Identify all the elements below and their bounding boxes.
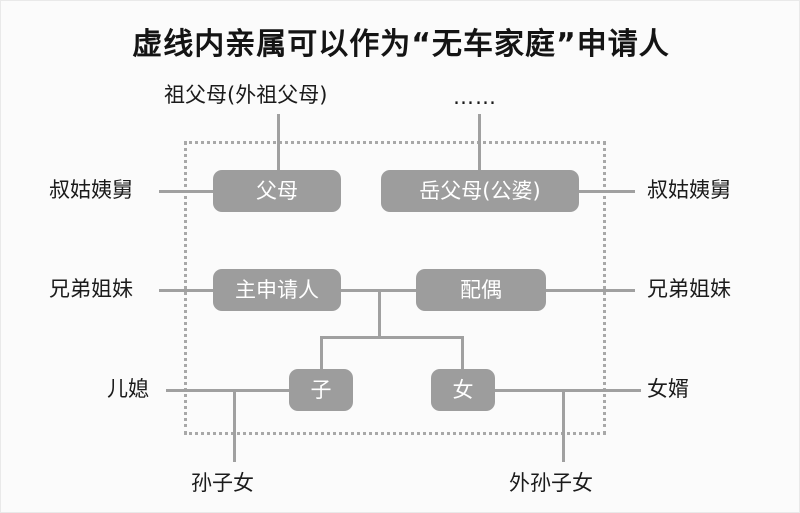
label-ellipsis: …… <box>453 85 497 109</box>
node-parents[interactable]: 父母 <box>213 170 341 212</box>
connector-ellipsis-to-parents-in-law <box>478 114 481 172</box>
label-grandchildren-maternal: 外孙子女 <box>509 471 593 495</box>
connector-parents-in-law-to-uncles-right <box>577 190 635 193</box>
label-siblings-left: 兄弟姐妹 <box>49 277 133 301</box>
dotted-boundary-region <box>184 141 606 435</box>
label-daughter-in-law: 儿媳 <box>107 377 149 401</box>
connector-bus-to-daughter <box>461 336 464 370</box>
connector-daughter-to-son-in-law <box>493 389 641 392</box>
label-grandparents: 祖父母(外祖父母) <box>164 83 328 107</box>
node-son[interactable]: 子 <box>289 369 353 411</box>
label-uncles-aunts-left: 叔姑姨舅 <box>49 178 133 202</box>
node-main-applicant[interactable]: 主申请人 <box>213 269 341 311</box>
connector-spouse-to-siblings-right <box>544 289 635 292</box>
label-siblings-right: 兄弟姐妹 <box>647 277 731 301</box>
label-uncles-aunts-right: 叔姑姨舅 <box>647 178 731 202</box>
connector-bus-to-son <box>320 336 323 370</box>
connector-siblings-left-to-applicant <box>159 289 215 292</box>
label-grandchildren-paternal: 孙子女 <box>191 471 254 495</box>
connector-to-grandchildren-paternal <box>233 389 236 462</box>
node-spouse[interactable]: 配偶 <box>416 269 546 311</box>
node-parents-in-law[interactable]: 岳父母(公婆) <box>381 170 579 212</box>
connector-couple-drop <box>378 289 381 338</box>
node-daughter[interactable]: 女 <box>431 369 495 411</box>
connector-children-bus <box>320 336 464 339</box>
page-title: 虚线内亲属可以作为“无车家庭”申请人 <box>132 27 670 62</box>
label-son-in-law: 女婿 <box>647 377 689 401</box>
connector-daughter-in-law-to-son <box>166 389 290 392</box>
connector-to-grandchildren-maternal <box>562 389 565 462</box>
connector-grandparents-to-parents <box>277 114 280 172</box>
connector-uncles-left-to-parents <box>159 190 215 193</box>
